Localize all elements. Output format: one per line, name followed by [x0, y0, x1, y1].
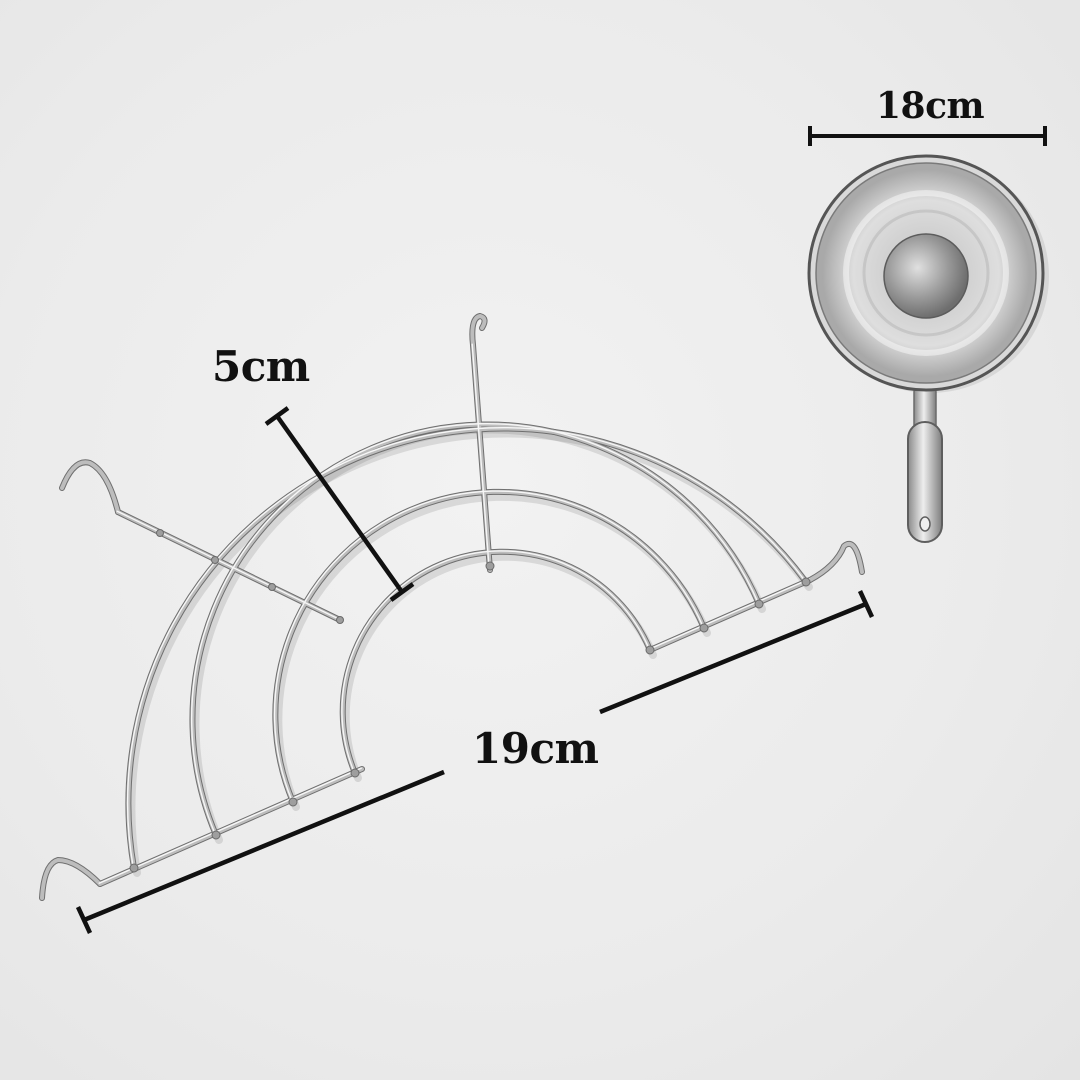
pan-diameter-label: 18cm	[876, 85, 985, 127]
wire-rack	[39, 313, 865, 901]
rack-height-label: 5cm	[212, 342, 310, 391]
height-dimension-line	[275, 414, 404, 594]
length-dimension-line-left	[83, 769, 445, 923]
pan-base-center	[883, 233, 969, 319]
rack-wire-highlight	[98, 343, 810, 884]
rack-weld-joints	[129, 529, 811, 873]
dimension-lines	[75, 126, 1047, 934]
pan-handle	[907, 385, 943, 543]
length-dimension-line-right	[599, 601, 867, 715]
length-dimension-cap-right	[857, 590, 875, 618]
length-dimension-cap-left	[75, 906, 93, 934]
rack-wire-outline	[39, 313, 865, 901]
rack-length-label: 19cm	[472, 724, 599, 773]
height-dimension-cap-bottom	[389, 582, 415, 602]
rack-wire-body	[40, 314, 864, 900]
height-dimension-cap-top	[264, 406, 290, 426]
saucepan	[807, 154, 1049, 543]
